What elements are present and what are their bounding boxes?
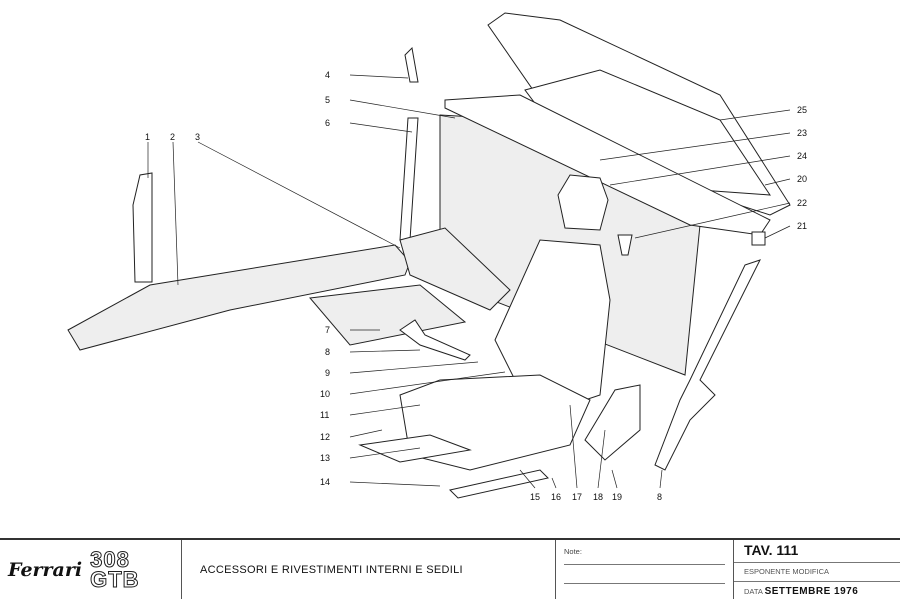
part-headrest: [557, 174, 609, 231]
callout-21: 21: [797, 221, 807, 231]
callout-11: 11: [320, 410, 329, 420]
callout-24: 24: [797, 151, 807, 161]
tav-cell: TAV. 111 ESPONENTE MODIFICA DATA SETTEMB…: [734, 540, 900, 599]
parts-diagram: 1 2 3 4 5 6 7 8 9 10 11 12 13 14 15 16 1…: [67, 12, 807, 502]
callout-4: 4: [325, 70, 330, 80]
callout-1: 1: [145, 132, 150, 142]
callout-2: 2: [170, 132, 175, 142]
note-line: [564, 565, 725, 584]
part-21-belt-anchor: [751, 231, 766, 246]
part-1-panel: [132, 172, 153, 283]
ferrari-logo: Ferrari: [8, 558, 83, 581]
callout-6: 6: [325, 118, 330, 128]
part-6-pillar: [399, 117, 419, 241]
callout-8-belt: 8: [657, 492, 662, 502]
description-cell: ACCESSORI E RIVESTIMENTI INTERNI E SEDIL…: [182, 540, 556, 599]
callout-14: 14: [320, 477, 330, 487]
callout-16: 16: [551, 492, 561, 502]
part-8-seatbelt: [654, 259, 761, 471]
callout-10: 10: [320, 389, 330, 399]
model-name: GTB: [90, 566, 140, 592]
model-number: 308: [90, 546, 130, 572]
date-label: DATA: [744, 587, 763, 596]
callout-20: 20: [797, 174, 807, 184]
title-block: Ferrari 308 GTB ACCESSORI E RIVESTIMENTI…: [0, 538, 900, 599]
callout-25: 25: [797, 105, 807, 115]
leader-lines: [147, 74, 791, 489]
table-number: TAV. 111: [734, 540, 900, 563]
callout-22: 22: [797, 198, 807, 208]
callout-7: 7: [325, 325, 330, 335]
date-row: DATA SETTEMBRE 1976: [734, 582, 900, 601]
part-8-buckle: [399, 319, 471, 361]
date-value: SETTEMBRE 1976: [764, 586, 859, 597]
callout-5: 5: [325, 95, 330, 105]
callout-19: 19: [612, 492, 622, 502]
callout-9: 9: [325, 368, 330, 378]
model-logo: 308 GTB: [90, 546, 140, 592]
callout-17: 17: [572, 492, 582, 502]
part-shapes: [67, 12, 791, 499]
callout-15: 15: [530, 492, 540, 502]
part-15-seat-rail: [449, 469, 549, 499]
logo-cell: Ferrari 308 GTB: [0, 540, 182, 599]
note-cell: Note:: [556, 540, 734, 599]
callout-13: 13: [320, 453, 330, 463]
callout-8: 8: [325, 347, 330, 357]
callout-3: 3: [195, 132, 200, 142]
esponente-modifica-label: ESPONENTE MODIFICA: [734, 563, 900, 582]
part-7-footwell-carpet: [309, 284, 467, 346]
part-4-pillar-trim: [404, 46, 419, 83]
part-3-floor-carpet: [399, 227, 511, 311]
part-22-clip: [617, 234, 633, 256]
note-line: [564, 546, 725, 565]
callout-23: 23: [797, 128, 807, 138]
callouts: 1 2 3 4 5 6 7 8 9 10 11 12 13 14 15 16 1…: [145, 70, 807, 502]
part-2-sill-carpet: [67, 244, 411, 351]
callout-12: 12: [320, 432, 330, 442]
note-label: Note:: [564, 547, 586, 556]
table-description: ACCESSORI E RIVESTIMENTI INTERNI E SEDIL…: [200, 563, 463, 576]
callout-18: 18: [593, 492, 603, 502]
